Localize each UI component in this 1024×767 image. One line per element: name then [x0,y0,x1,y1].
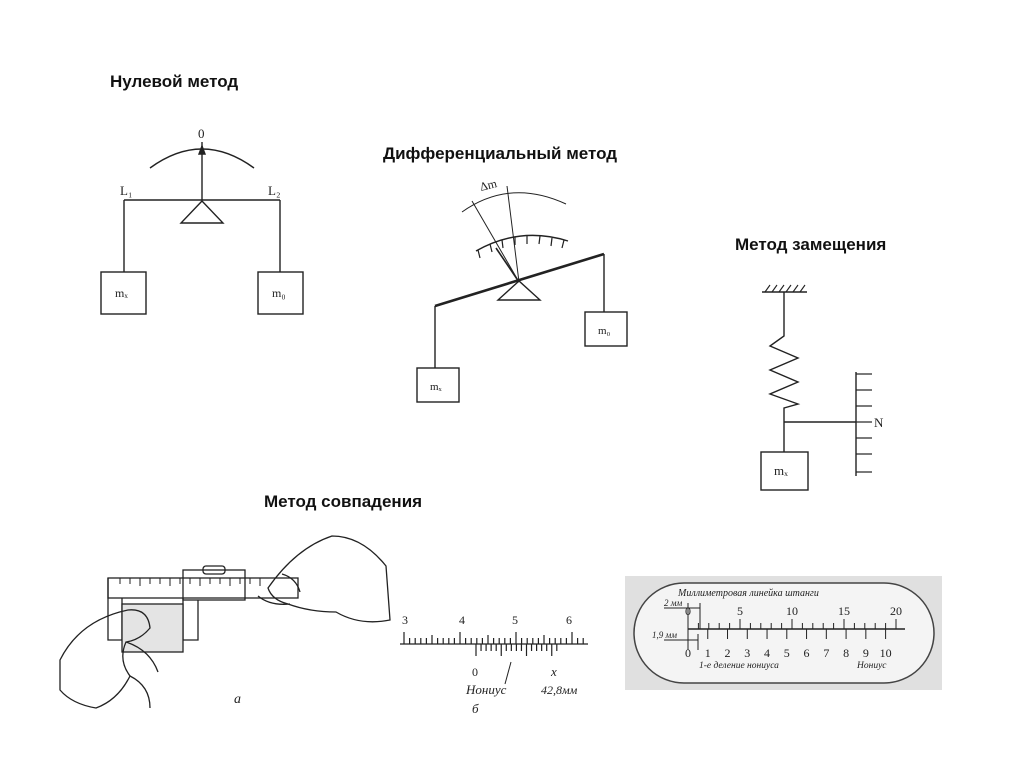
diff-scale-arc [475,234,569,252]
vernier-b-label-6: 6 [566,613,572,627]
subst-spring [768,292,801,452]
null-l1-label: L₁ [120,183,132,198]
vernier-b-caption: б [472,701,479,716]
subst-mass-box [760,451,809,491]
null-mass-x-box [100,271,147,315]
diff-mass-x-box [416,367,460,403]
diff-delta-line-right [506,185,520,283]
null-mass-0-label: m₀ [272,286,286,300]
diff-mass-0-label: m₀ [598,325,611,337]
vernier-b-reading-label: 42,8мм [541,683,578,697]
caliper-slider-knob [202,565,226,575]
caliper-beam [107,577,299,599]
null-mass-0-box [257,271,304,315]
vernier-c-nonius-number: 10 [880,646,892,660]
diff-delta-label: Δm [478,176,499,194]
vernier-b-label-5: 5 [512,613,518,627]
caliper-beam-ticks [119,578,261,586]
subst-ceiling-hatch [764,284,806,293]
vernier-c-nonius-number: 0 [685,646,691,660]
vernier-b-nonius-pointer [504,661,512,685]
vernier-c-nonius-number: 1 [705,646,711,660]
vernier-c-rule-number: 0 [685,604,691,618]
caliper-slider [182,569,246,601]
vernier-c-frame [633,582,935,684]
vernier-b-nonius-label: Нониус [465,682,507,697]
vernier-b-label-4: 4 [459,613,465,627]
caliper-caption: а [234,692,241,707]
vernier-c-rule-number: 20 [890,604,902,618]
vernier-c-rule-numbers: 0 5 10 15 20 [685,604,902,618]
substitution-method-diagram [760,284,872,491]
vernier-b-x-label: x [550,664,557,679]
diff-mass-x-label: mₓ [430,381,443,393]
subst-mass-label: mₓ [774,463,788,478]
title-null-method: Нулевой метод [110,72,239,91]
null-l2-label: L₂ [268,183,280,198]
vernier-c-nonius-number: 6 [804,646,810,660]
vernier-c-nonius-number: 7 [823,646,829,660]
caliper-measured-object [121,603,184,653]
vernier-scale-b [400,632,588,685]
diff-scale-ticks [477,235,565,259]
vernier-b-nonius-ticks [475,644,558,656]
vernier-c-nonius-number: 8 [843,646,849,660]
null-method-diagram [100,142,304,315]
vernier-b-main-ticks [403,632,584,644]
vernier-b-zero-label: 0 [472,665,478,679]
differential-method-diagram [416,185,628,403]
vernier-c-header: Миллиметровая линейка штанги [677,588,819,599]
title-substitution-method: Метод замещения [735,235,887,254]
null-pointer-tip [197,144,207,155]
vernier-c-first-division: 1-е деление нониуса [699,660,779,671]
caliper-illustration [59,535,391,709]
left-hand-fingers [125,641,159,709]
null-zero-label: 0 [198,126,205,141]
vernier-c-rule-number: 10 [786,604,798,618]
vernier-c-nonius-number: 9 [863,646,869,660]
caliper-moving-jaw [182,598,199,641]
vernier-c-dimension-marks [664,603,701,650]
vernier-c-nonius-number: 4 [764,646,770,660]
vernier-c-nonius-label: Нониус [856,661,887,671]
caliper-fixed-jaw [107,578,123,641]
title-differential-method: Дифференциальный метод [383,144,618,163]
vernier-panel-c [625,576,942,690]
right-hand [267,535,391,623]
vernier-c-19mm-label: 1,9 мм [652,630,677,640]
vernier-c-nonius-number: 2 [725,646,731,660]
null-mass-x-label: mₓ [115,286,128,300]
diff-mass-0-box [584,311,628,347]
vernier-c-rule-number: 15 [838,604,850,618]
vernier-c-nonius-number: 5 [784,646,790,660]
subst-scale-ticks [856,373,872,473]
subst-n-label: N [874,415,884,430]
vernier-c-rule-number: 5 [737,604,743,618]
vernier-b-label-3: 3 [402,613,408,627]
title-coincidence-method: Метод совпадения [264,492,423,511]
right-hand-fingers [257,573,301,605]
vernier-c-rule-ticks [687,619,897,629]
null-fulcrum [179,199,225,224]
diff-beam [434,252,605,308]
diff-pointer [495,247,520,283]
diff-fulcrum [496,280,542,301]
vernier-c-2mm-label: 2 мм [664,598,682,608]
diff-delta-arc [461,192,567,213]
vernier-c-nonius-number: 3 [744,646,750,660]
